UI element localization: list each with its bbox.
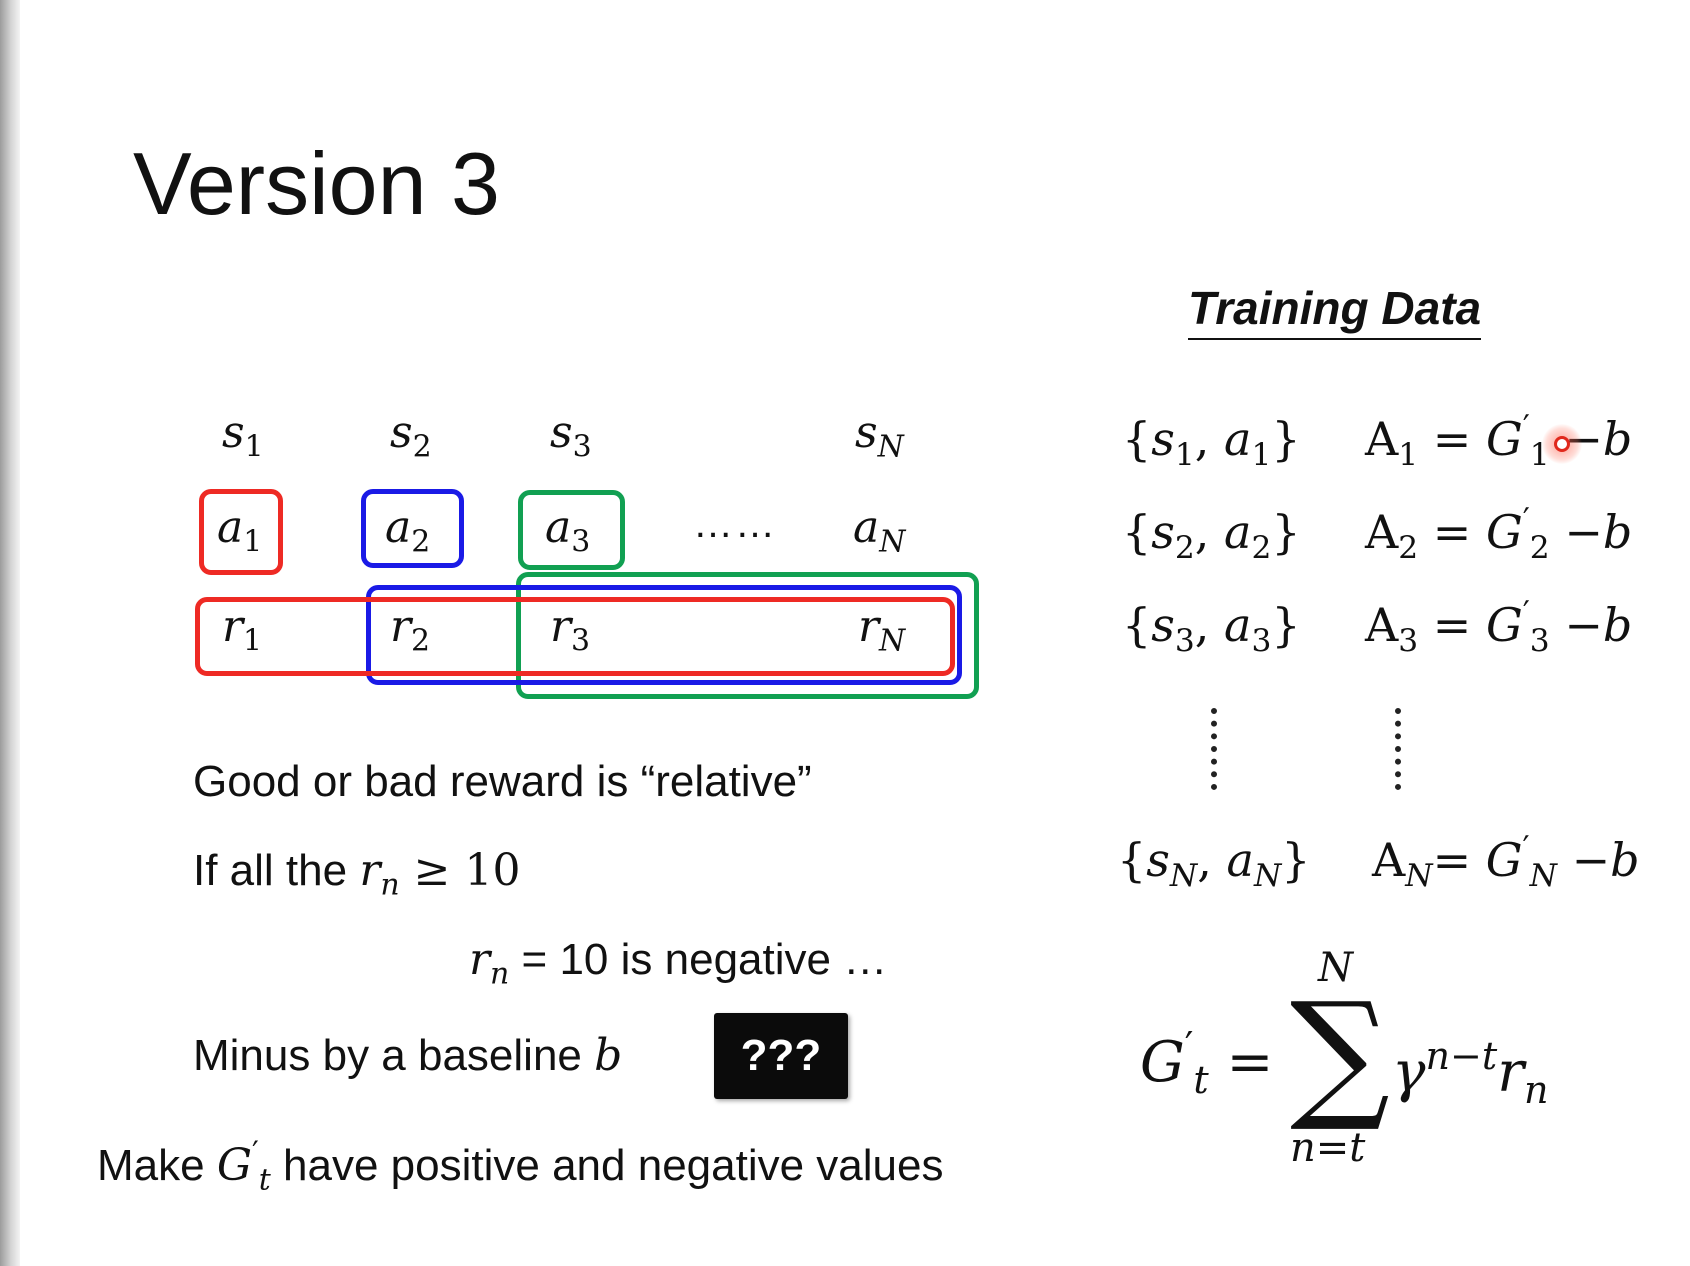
action-a1: a1 [217,502,263,560]
sequence-ellipsis: …… [693,502,777,546]
state-sN: sN [855,407,904,465]
laser-pointer-icon [1542,424,1582,464]
state-s1: s1 [222,407,264,465]
reward-r3: r3 [550,601,591,659]
note-make-G-values: Make G′t have positive and negative valu… [97,1135,944,1198]
sum-upper-limit: N [1318,945,1353,991]
action-a1-red-box [199,489,283,575]
training-pair-3: {s3, a3} [1122,598,1301,659]
vertical-ellipsis-pairs [1211,708,1217,790]
training-pair-N: {sN, aN} [1117,833,1311,894]
reward-window-red-box [195,597,955,676]
action-a2-blue-box [361,489,464,568]
action-a2: a2 [385,502,431,560]
reward-r1: r1 [222,601,263,659]
note-relative-reward: Good or bad reward is “relative” [193,757,812,806]
reward-rN: rN [858,601,906,659]
action-aN: aN [853,502,906,560]
advantage-equation-2: A2 = G′2 −b [1365,501,1633,566]
training-pair-2: {s2, a2} [1122,505,1301,566]
advantage-equation-1: A1 = G′1 −b [1365,408,1633,473]
formula-lhs: G′t = [1140,1023,1274,1103]
note-all-rewards: If all the rn ≥ 10 [193,845,521,903]
reward-window-green-box [516,572,979,699]
action-a3-green-box [518,490,625,570]
advantage-equation-N: AN= G′N −b [1372,829,1640,894]
hidden-answer-badge: ??? [714,1013,848,1099]
sum-lower-limit: n=t [1290,1125,1366,1171]
sum-sigma-symbol: ∑ [1290,973,1390,1136]
formula-rhs: γn−trn [1392,1033,1549,1113]
vertical-ellipsis-advantages [1395,708,1401,790]
reward-window-blue-box [366,585,962,685]
training-data-heading: Training Data [1188,282,1482,340]
reward-r2: r2 [390,601,431,659]
note-baseline: Minus by a baseline b [193,1030,623,1081]
state-s2: s2 [390,407,432,465]
action-a3: a3 [545,502,591,560]
slide-title: Version 3 [133,134,500,233]
advantage-equation-3: A3 = G′3 −b [1365,594,1633,659]
note-negative-reward: rn = 10 is negative … [469,934,888,992]
training-pair-1: {s1, a1} [1122,412,1301,473]
state-s3: s3 [550,407,592,465]
slide-left-edge [0,0,20,1266]
